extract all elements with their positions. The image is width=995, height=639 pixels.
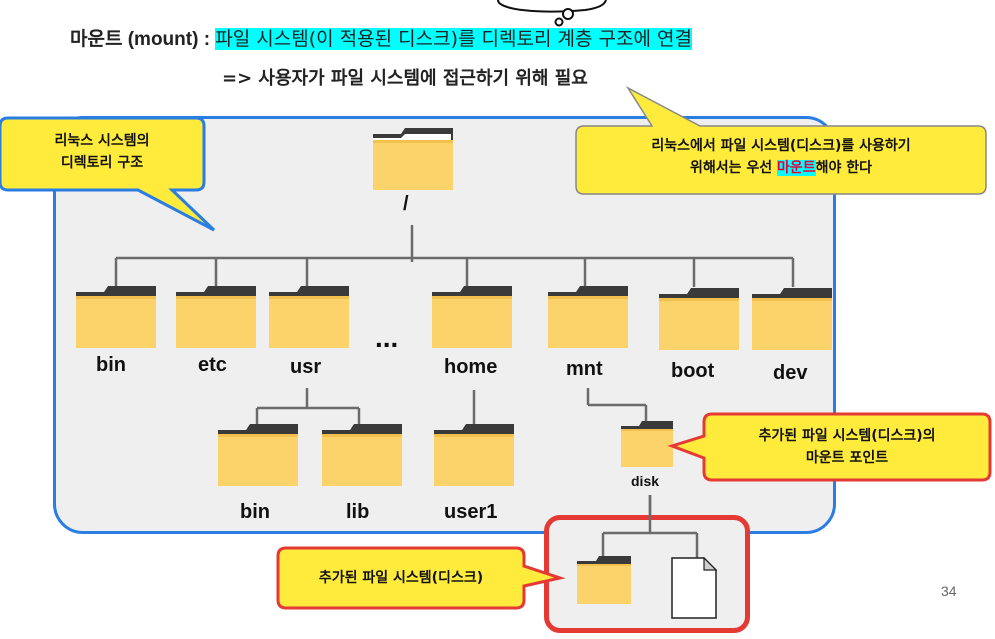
mount-definition: 마운트 (mount) : 파일 시스템(이 적용된 디스크)를 디렉토리 계층… xyxy=(70,24,692,51)
user1-folder-icon xyxy=(434,424,514,486)
page-number: 34 xyxy=(941,583,957,599)
structure-callout-line2: 디렉토리 구조 xyxy=(60,155,144,171)
mount-definition-text: 파일 시스템(이 적용된 디스크)를 디렉토리 계층 구조에 연결 xyxy=(215,28,692,50)
boot-folder-icon xyxy=(659,288,739,350)
structure-callout-text: 리눅스 시스템의 디렉토리 구조 xyxy=(0,130,204,174)
user1-label: user1 xyxy=(444,501,498,523)
etc-folder-icon xyxy=(176,286,256,348)
file-icon xyxy=(671,557,717,619)
dev-label: dev xyxy=(773,362,808,384)
mount-reason: => 사용자가 파일 시스템에 접근하기 위해 필요 xyxy=(222,68,588,89)
bin-folder-icon xyxy=(76,286,156,348)
mount-point-text: 추가된 파일 시스템(디스크)의 마운트 포인트 xyxy=(704,425,990,469)
home-folder-icon xyxy=(432,286,512,348)
mnt-folder-icon xyxy=(548,286,628,348)
dev-folder-icon xyxy=(752,288,832,350)
disk-folder-icon xyxy=(621,421,673,467)
lib-label: lib xyxy=(346,501,370,523)
home-label: home xyxy=(444,356,498,378)
mount-note-pre: 위해서는 우선 xyxy=(689,160,777,176)
disk-label: disk xyxy=(631,473,660,489)
mount-point-line1: 추가된 파일 시스템(디스크)의 xyxy=(758,428,936,444)
boot-label: boot xyxy=(671,360,715,382)
etc-label: etc xyxy=(198,354,227,376)
root-label: / xyxy=(403,193,409,215)
thought-bubble xyxy=(497,0,607,27)
usr-bin-folder-icon xyxy=(218,424,298,486)
added-fs-text: 추가된 파일 시스템(디스크) xyxy=(318,570,484,586)
mount-note-highlight: 마운트 xyxy=(776,160,816,176)
ellipsis-label: ... xyxy=(375,322,399,353)
lib-folder-icon xyxy=(322,424,402,486)
mount-note-line2: 위해서는 우선 마운트해야 한다 xyxy=(576,157,986,179)
mnt-label: mnt xyxy=(566,358,603,380)
mount-term: 마운트 (mount) : xyxy=(70,29,216,50)
usr-folder-icon xyxy=(269,286,349,348)
mount-note-post: 해야 한다 xyxy=(815,160,873,176)
mount-point-line2: 마운트 포인트 xyxy=(805,450,889,466)
bin-label: bin xyxy=(96,354,126,376)
root-folder-icon xyxy=(373,128,453,190)
mount-note-line1: 리눅스에서 파일 시스템(디스크)를 사용하기 xyxy=(651,138,911,154)
usr-bin-label: bin xyxy=(240,501,270,523)
mount-note-text: 리눅스에서 파일 시스템(디스크)를 사용하기 위해서는 우선 마운트해야 한다 xyxy=(576,135,986,179)
structure-callout-line1: 리눅스 시스템의 xyxy=(54,133,150,149)
usr-label: usr xyxy=(290,356,322,378)
added-folder-icon xyxy=(577,556,631,604)
